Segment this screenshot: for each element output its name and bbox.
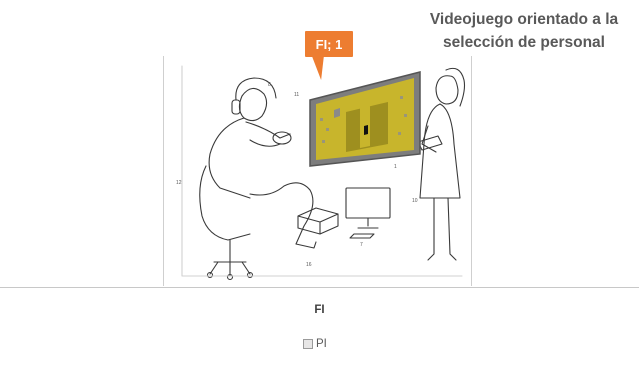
category-tick-label: FI <box>314 304 325 316</box>
person-foot <box>295 241 317 249</box>
svg-text:16: 16 <box>306 262 312 268</box>
data-label-callout: FI; 1 <box>305 31 353 57</box>
svg-text:11: 11 <box>294 92 299 98</box>
chair-base <box>209 239 251 277</box>
chair-wheel <box>226 273 234 281</box>
legend-swatch-icon <box>303 339 313 349</box>
chart-title: Videojuego orientado a la selección de p… <box>429 11 619 51</box>
category-axis-line <box>0 287 639 288</box>
chair-wheel <box>246 271 254 279</box>
woman-coat <box>419 103 461 199</box>
person-forearm <box>249 139 281 147</box>
svg-text:8: 8 <box>268 82 271 88</box>
legend-entry: PI <box>316 338 327 350</box>
tablet <box>417 135 443 151</box>
monitor-stand <box>357 217 379 229</box>
room-wall-lines <box>181 65 463 277</box>
person-arm <box>245 121 291 139</box>
woman-head <box>435 75 459 105</box>
svg-text:12: 12 <box>176 180 182 186</box>
headphones-left <box>231 99 241 115</box>
gamepad <box>272 131 292 145</box>
woman-legs <box>427 197 457 261</box>
game-player <box>364 125 368 135</box>
chair-back <box>199 165 251 241</box>
person-torso <box>208 117 251 199</box>
game-screen <box>309 71 421 167</box>
woman-hair <box>445 67 466 107</box>
woman-arm <box>421 125 437 153</box>
headphones-band <box>235 77 277 101</box>
console-box <box>297 207 339 235</box>
person-head <box>238 87 268 122</box>
chair-wheel <box>206 271 214 279</box>
bar-illustration: 11 8 12 1 10 7 16 <box>163 56 472 286</box>
svg-text:1: 1 <box>394 164 397 170</box>
legend: PI <box>303 338 327 350</box>
monitor <box>345 187 391 219</box>
svg-text:10: 10 <box>412 198 418 204</box>
test-scene-illustration: 11 8 12 1 10 7 16 <box>176 65 466 281</box>
svg-text:7: 7 <box>360 242 363 248</box>
keyboard <box>349 233 375 239</box>
